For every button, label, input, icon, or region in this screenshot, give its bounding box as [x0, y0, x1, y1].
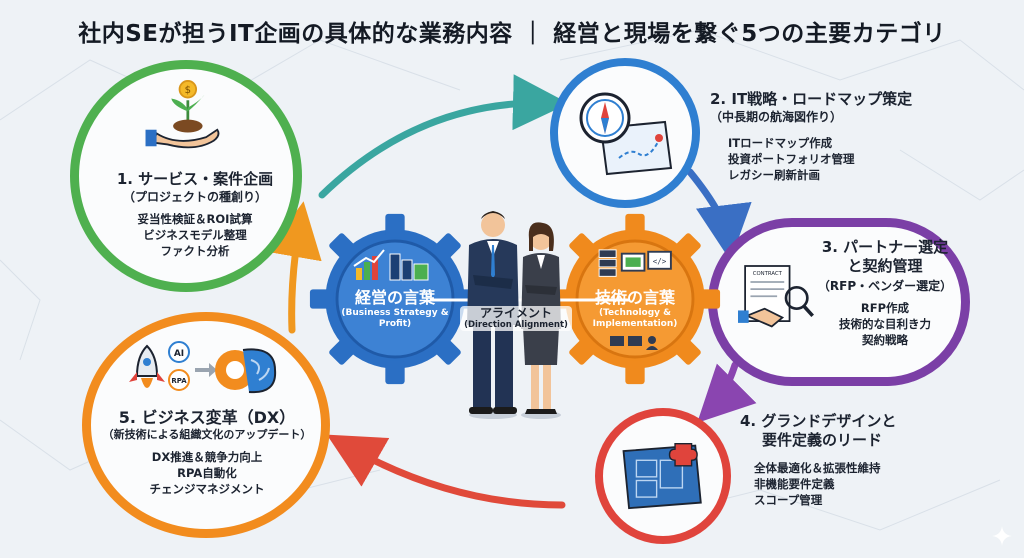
- category-2-item: 投資ポートフォリオ管理: [728, 152, 855, 166]
- svg-text:CONTRACT: CONTRACT: [753, 271, 783, 277]
- category-4-title-line2: 要件定義のリード: [762, 431, 883, 449]
- svg-text:$: $: [185, 85, 191, 96]
- business-gear-text: 経営の言葉 (Business Strategy & Profit): [330, 288, 460, 330]
- category-3-subtitle: （RFP・ベンダー選定）: [817, 279, 953, 293]
- rocket-ai-brain-icon: AI RPA: [129, 341, 277, 394]
- alignment-label: アライメント (Direction Alignment): [460, 306, 572, 331]
- arrow-3-to-4: [697, 361, 757, 423]
- sparkle-icon: [992, 526, 1012, 546]
- category-2-text: 2. IT戦略・ロードマップ策定 （中長期の航海図作り） ITロードマップ作成 …: [710, 90, 970, 183]
- arrow-4-to-5: [326, 434, 566, 509]
- category-5-item: RPA自動化: [177, 466, 237, 480]
- arrow-2-to-3: [686, 168, 752, 261]
- svg-text:</>: </>: [653, 257, 667, 266]
- technology-gear-text: 技術の言葉 (Technology & Implementation): [570, 288, 700, 330]
- category-5-title: 5. ビジネス変革（DX）: [118, 408, 296, 427]
- technology-gear-title: 技術の言葉: [594, 288, 675, 307]
- category-1-circle: [70, 60, 302, 292]
- compass-map-icon: [579, 92, 673, 176]
- category-3-item: 契約戦略: [862, 333, 908, 347]
- svg-text:AI: AI: [174, 349, 184, 359]
- svg-text:RPA: RPA: [171, 377, 187, 385]
- category-4-item: 全体最適化＆拡張性維持: [754, 461, 881, 475]
- blueprint-puzzle-icon: [622, 443, 702, 510]
- category-5-circle: [82, 312, 330, 538]
- category-4-item: 非機能要件定義: [754, 477, 835, 491]
- category-3-text: 3. パートナー選定 と契約管理 （RFP・ベンダー選定） RFP作成 技術的な…: [810, 238, 960, 348]
- category-1-item: ビジネスモデル整理: [143, 228, 247, 242]
- category-4-text: 4. グランドデザインと 要件定義のリード 全体最適化＆拡張性維持 非機能要件定…: [740, 412, 970, 508]
- category-3-title-line1: 3. パートナー選定: [821, 238, 949, 256]
- arrow-5-to-1: [266, 201, 322, 334]
- category-5-subtitle: （新技術による組織文化のアップデート）: [102, 428, 312, 441]
- category-3-item: RFP作成: [860, 301, 910, 315]
- alignment-subtitle: (Direction Alignment): [464, 320, 568, 330]
- category-5-text: 5. ビジネス変革（DX） （新技術による組織文化のアップデート） DX推進＆競…: [92, 408, 322, 497]
- category-5-item: DX推進＆競争力向上: [151, 450, 263, 464]
- technology-gear-subtitle: (Technology & Implementation): [592, 308, 678, 329]
- servers-code-icon: </>: [598, 249, 672, 277]
- team-devices-icon: [610, 336, 658, 350]
- category-2-item: レガシー刷新計画: [728, 168, 820, 182]
- business-gear-subtitle: (Business Strategy & Profit): [341, 308, 449, 329]
- alignment-title: アライメント: [479, 306, 552, 320]
- category-4-title-line1: 4. グランドデザインと: [740, 412, 897, 430]
- category-3-item: 技術的な目利き力: [839, 317, 931, 331]
- category-5-item: チェンジマネジメント: [149, 482, 265, 496]
- page-title: 社内SEが担うIT企画の具体的な業務内容 ｜ 経営と現場を繋ぐ5つの主要カテゴリ: [78, 21, 946, 47]
- money-plant-hand-icon: $: [145, 80, 220, 149]
- category-2-subtitle: （中長期の航海図作り）: [710, 110, 843, 124]
- category-1-title: 1. サービス・案件企画: [116, 170, 274, 188]
- category-3-title-line2: と契約管理: [847, 257, 923, 275]
- city-chart-icon: [353, 249, 429, 281]
- category-2-title: 2. IT戦略・ロードマップ策定: [710, 90, 913, 108]
- category-2-item: ITロードマップ作成: [728, 136, 833, 150]
- category-1-subtitle: （プロジェクトの種創り）: [122, 190, 267, 204]
- category-1-item: 妥当性検証＆ROI試算: [137, 212, 253, 226]
- business-gear-title: 経営の言葉: [354, 288, 435, 307]
- category-4-item: スコープ管理: [754, 493, 823, 507]
- contract-handshake-icon: CONTRACT: [738, 265, 814, 328]
- arrow-1-to-2: [318, 74, 569, 199]
- category-1-item: ファクト分析: [160, 244, 230, 258]
- category-1-text: 1. サービス・案件企画 （プロジェクトの種創り） 妥当性検証＆ROI試算 ビジ…: [90, 170, 300, 259]
